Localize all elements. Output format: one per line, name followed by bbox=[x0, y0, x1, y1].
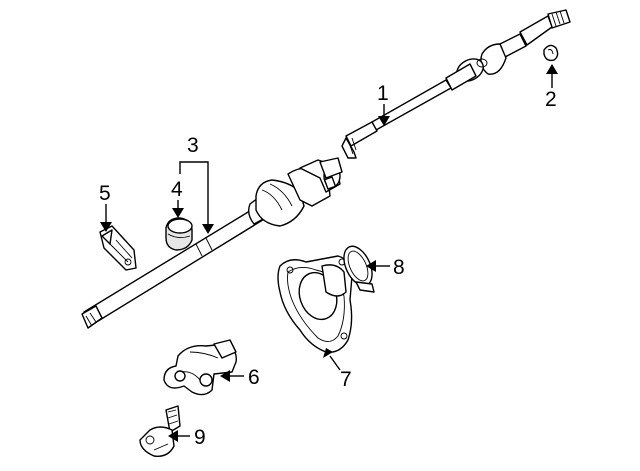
cover-plate-part bbox=[277, 255, 353, 353]
callout-2: 2 bbox=[545, 88, 557, 111]
lower-shaft-part bbox=[81, 157, 343, 329]
leader-5 bbox=[100, 204, 112, 232]
upper-shaft-part bbox=[341, 9, 571, 159]
callout-1: 1 bbox=[377, 82, 389, 105]
bracket-part bbox=[99, 225, 137, 271]
bushing-part bbox=[165, 217, 193, 251]
clip-part bbox=[543, 44, 559, 62]
leader-9 bbox=[168, 430, 190, 442]
leader-6 bbox=[220, 370, 244, 382]
leader-1 bbox=[378, 104, 390, 126]
leader-7 bbox=[323, 348, 341, 371]
leader-4 bbox=[172, 200, 184, 218]
callout-6: 6 bbox=[248, 366, 260, 389]
clamp-ring-part bbox=[343, 245, 375, 293]
callout-4: 4 bbox=[171, 178, 183, 201]
callout-9: 9 bbox=[194, 426, 206, 449]
callout-3: 3 bbox=[187, 134, 199, 157]
joint-housing-part bbox=[163, 339, 237, 396]
callout-5: 5 bbox=[99, 182, 111, 205]
yoke-part bbox=[139, 405, 181, 457]
leader-8 bbox=[366, 260, 390, 272]
callout-8: 8 bbox=[393, 256, 405, 279]
leader-3 bbox=[179, 161, 214, 234]
leader-2 bbox=[546, 64, 558, 88]
callout-7: 7 bbox=[340, 368, 352, 391]
